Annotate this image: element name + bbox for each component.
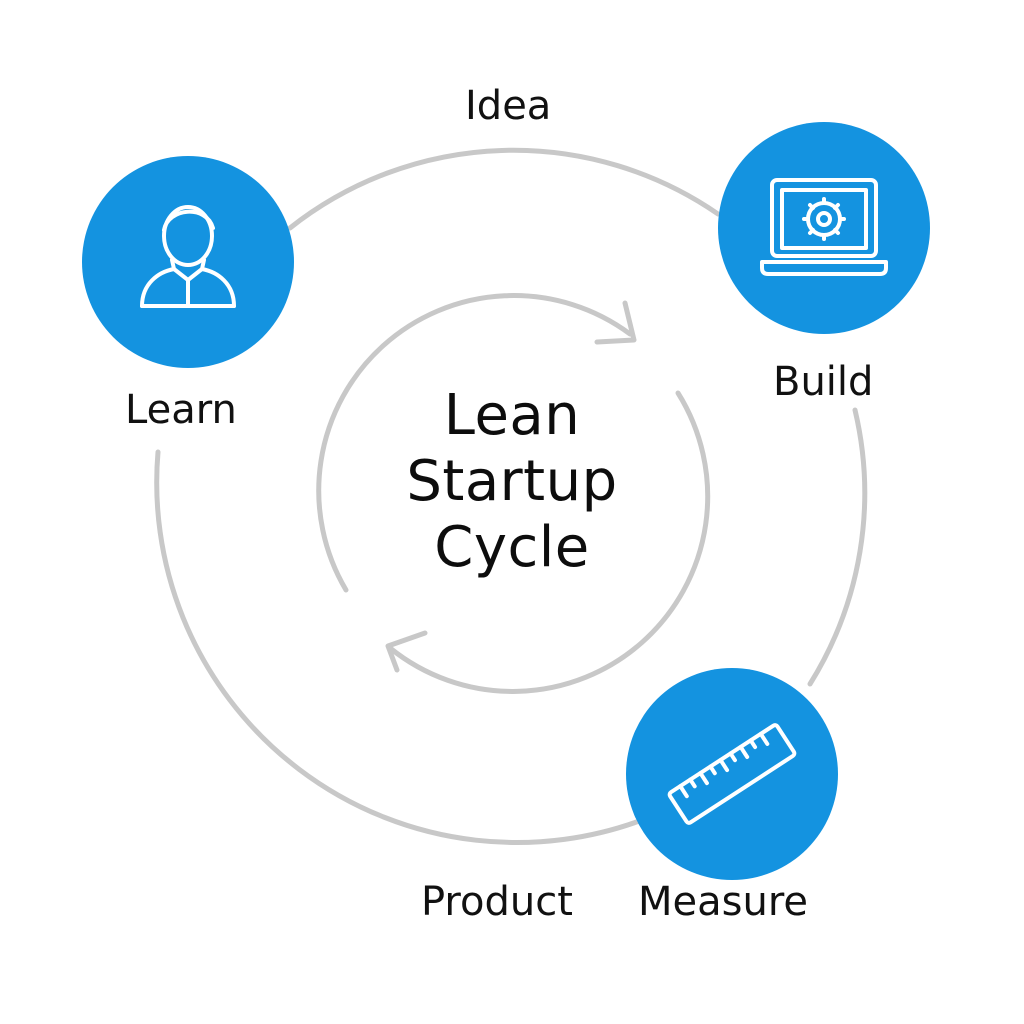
laptop-gear-icon [760, 178, 888, 276]
title-line-1: Lean [443, 383, 581, 448]
outer-ring-left-bottom-arc [154, 449, 645, 846]
title-line-2: Startup [406, 449, 618, 514]
learn-label: Learn [125, 387, 237, 433]
build-node [718, 122, 930, 334]
inner-ring-bottom-arrowhead [385, 630, 428, 673]
measure-label: Measure [638, 879, 808, 925]
diagram-title: Lean Startup Cycle [362, 383, 662, 581]
inner-ring-top-arc [316, 293, 633, 593]
inner-ring-bottom-arc [387, 390, 711, 694]
outer-ring-top-arc [287, 147, 721, 231]
learn-node [82, 156, 294, 368]
idea-label: Idea [465, 83, 552, 129]
product-label: Product [421, 879, 573, 925]
title-line-3: Cycle [434, 515, 590, 580]
measure-node [626, 668, 838, 880]
outer-ring-right-arc [807, 407, 868, 687]
inner-ring-top-arrowhead [594, 300, 637, 345]
person-icon [140, 205, 236, 308]
ruler-icon [667, 723, 797, 825]
build-label: Build [773, 359, 874, 405]
